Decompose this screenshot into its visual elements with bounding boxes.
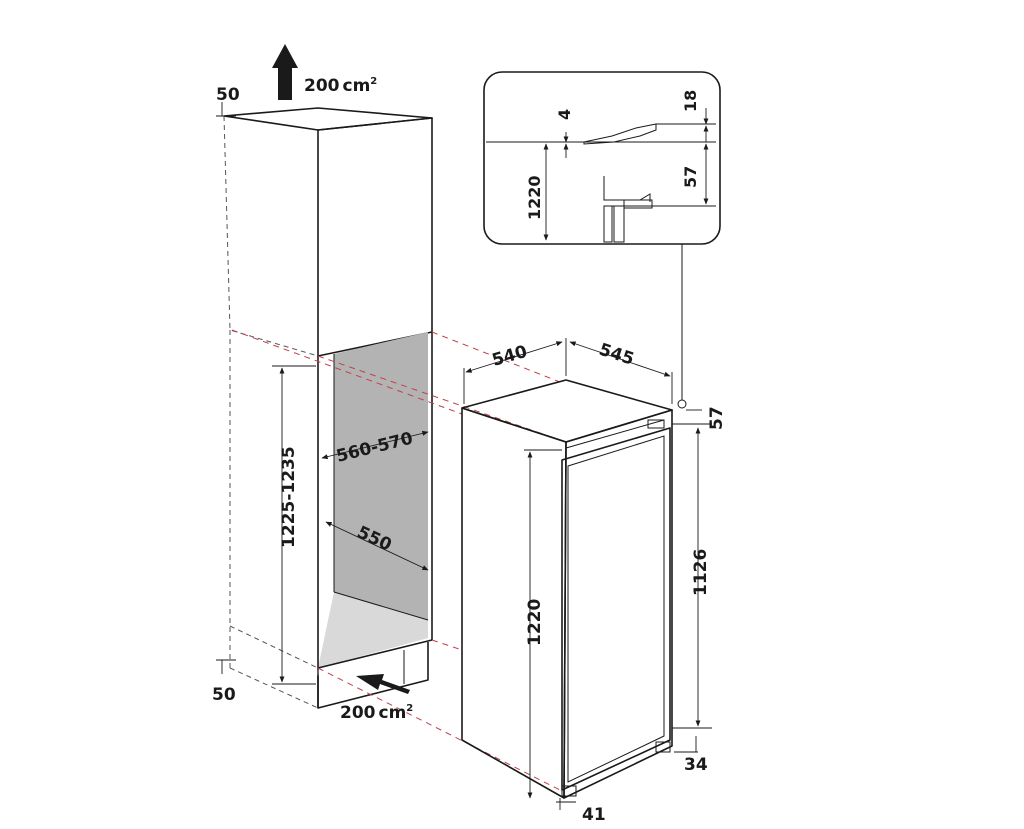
width-545-dim-line <box>569 341 671 377</box>
inlet-arrow-icon <box>356 674 410 694</box>
foot-34-label: 34 <box>684 755 708 775</box>
appliance <box>461 244 712 810</box>
detail-panel-a <box>603 205 613 243</box>
cabinet-upper-front <box>317 117 433 357</box>
hinge-block <box>647 419 665 429</box>
niche-width-dim-line <box>321 430 429 460</box>
bottom-gap-label: 50 <box>212 685 236 705</box>
door-height-label: 1126 <box>691 549 711 596</box>
niche-back-bottom <box>333 591 429 621</box>
cabinet-left-dashed <box>223 115 319 357</box>
appliance-side <box>461 407 567 799</box>
detail-1220-label: 1220 <box>525 175 544 220</box>
cabinet <box>216 44 433 709</box>
niche-floor <box>318 592 428 668</box>
foot-front <box>561 785 577 797</box>
cabinet-upper-top <box>223 107 433 131</box>
detail-18-label: 18 <box>681 90 700 112</box>
depth-540-dim-line <box>465 341 563 373</box>
detail-bracket <box>603 176 651 202</box>
detail-4-label: 4 <box>555 109 574 120</box>
bottom-dashed-left <box>229 625 319 676</box>
plinth <box>317 642 429 709</box>
detail-leader-circle <box>677 399 687 409</box>
width-545-label: 545 <box>596 340 636 370</box>
body-height-label: 1220 <box>525 599 545 646</box>
appliance-front-frame <box>563 409 673 799</box>
detail-door-edge <box>623 199 653 209</box>
top-gap-label: 50 <box>216 85 240 105</box>
foot-41-label: 41 <box>582 805 606 825</box>
foot-right <box>655 741 671 753</box>
depth-540-label: 540 <box>490 342 530 371</box>
bottom-dashed-base <box>229 667 319 709</box>
detail-box <box>483 71 721 245</box>
appliance-door-inner <box>567 435 665 783</box>
niche-back-panel <box>334 332 428 620</box>
appliance-door <box>561 427 671 791</box>
niche-floor-front <box>317 639 433 669</box>
niche-height-label: 1225-1235 <box>279 446 299 548</box>
detail-57-label: 57 <box>681 166 700 188</box>
side-57-label: 57 <box>707 406 727 430</box>
detail-hinge-profile <box>583 123 657 145</box>
up-arrow-icon <box>272 44 298 100</box>
niche-depth-dim-line <box>325 521 429 571</box>
detail-panel-b <box>613 205 625 243</box>
appliance-top <box>461 379 673 443</box>
